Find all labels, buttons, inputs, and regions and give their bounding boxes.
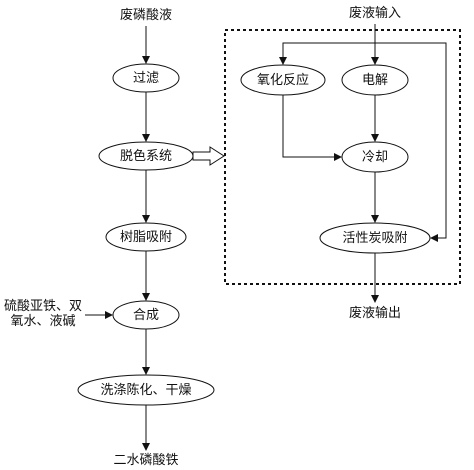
cooling-label: 冷却 — [361, 150, 389, 165]
filter-label: 过滤 — [132, 71, 160, 86]
synthesis-label: 合成 — [132, 308, 160, 323]
arrow-bypass-carbon — [375, 42, 447, 242]
arrow-oxidation-cooling — [282, 95, 342, 161]
side-system-boundary — [224, 29, 461, 285]
waste-in-label: 废液输入 — [348, 6, 402, 21]
resin-label: 树脂吸附 — [119, 230, 173, 245]
decolor-label: 脱色系统 — [119, 149, 173, 164]
arrow-wastein-oxidation — [279, 42, 375, 65]
input-label: 废磷酸液 — [119, 8, 173, 23]
oxidation-label: 氧化反应 — [256, 73, 310, 88]
carbon-label: 活性炭吸附 — [342, 231, 408, 246]
output-label: 二水磷酸铁 — [113, 453, 179, 468]
waste-out-label: 废液输出 — [348, 306, 402, 321]
electrolysis-label: 电解 — [361, 73, 389, 88]
wash-label: 洗涤陈化、干燥 — [100, 383, 192, 398]
reagent-label: 硫酸亚铁、双氧水、液碱 — [3, 299, 82, 329]
hollow-arrow-to-side-system — [192, 146, 225, 166]
